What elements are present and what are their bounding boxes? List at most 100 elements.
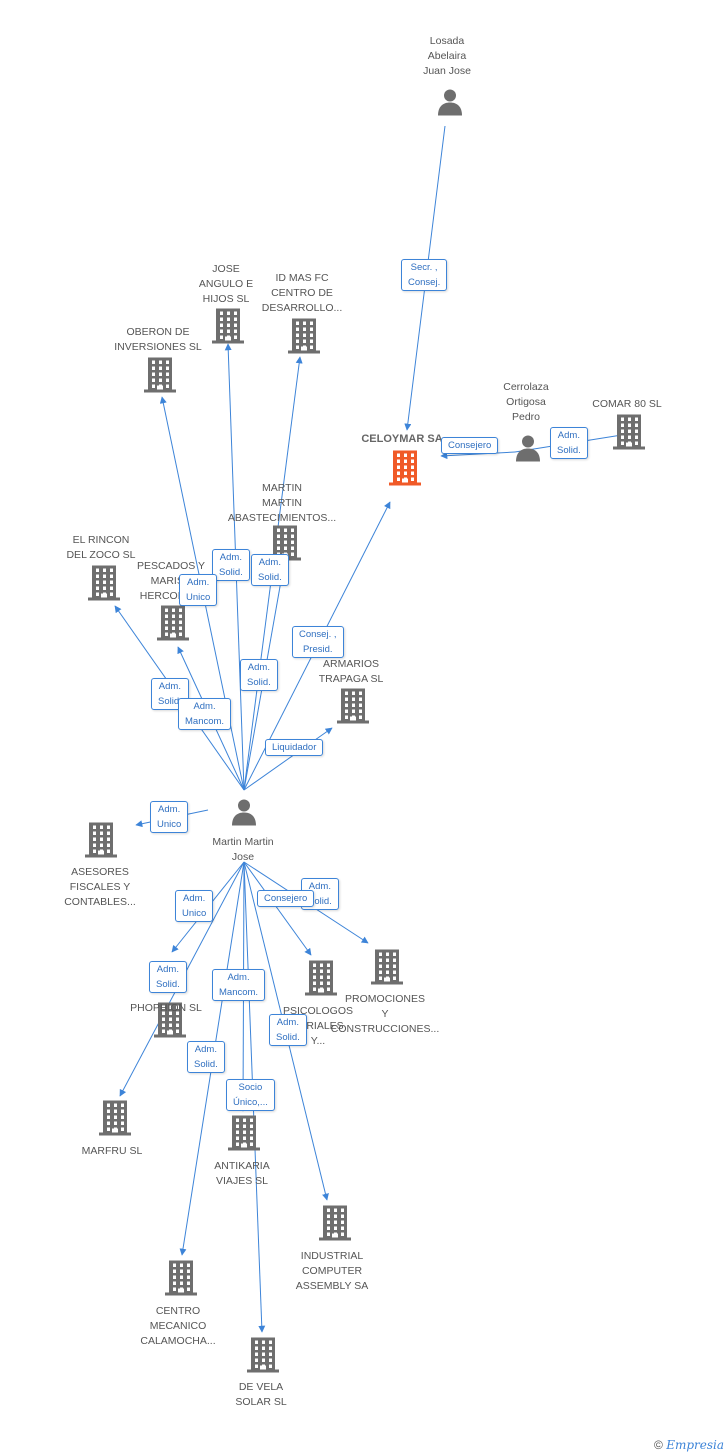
node-label: DE VELA SOLAR SL xyxy=(235,1381,287,1408)
node-icon-oberon[interactable] xyxy=(144,357,176,398)
person-icon xyxy=(516,435,540,462)
edge-cerrolaza-celoymar xyxy=(440,451,516,460)
node-industrial[interactable]: INDUSTRIAL COMPUTER ASSEMBLY SA xyxy=(296,1249,369,1294)
building-icon xyxy=(212,308,244,344)
node-icon-phophion[interactable] xyxy=(154,1002,186,1043)
node-icon-asesores[interactable] xyxy=(85,822,117,863)
building-icon xyxy=(228,1115,260,1151)
node-de_vela[interactable]: DE VELA SOLAR SL xyxy=(235,1380,286,1410)
edge-martin_jose-psicologos xyxy=(243,861,312,956)
building-icon xyxy=(154,1002,186,1038)
building-icon xyxy=(157,605,189,641)
node-marfru[interactable]: MARFRU SL xyxy=(82,1144,143,1159)
relation-label-phophion[interactable]: Adm. Unico xyxy=(175,890,214,922)
node-label: CENTRO MECANICO CALAMOCHA... xyxy=(140,1305,216,1347)
node-label: JOSE ANGULO E HIJOS SL xyxy=(198,263,254,305)
node-label: Cerrolaza Ortigosa Pedro xyxy=(503,381,549,423)
node-antikaria[interactable]: ANTIKARIA VIAJES SL xyxy=(214,1159,269,1189)
node-icon-psicologos[interactable] xyxy=(305,960,337,1001)
node-label: ASESORES FISCALES Y CONTABLES... xyxy=(64,866,136,908)
building-icon xyxy=(288,318,320,354)
node-icon-industrial[interactable] xyxy=(319,1205,351,1246)
node-label: Martin Martin Jose xyxy=(212,836,274,863)
relation-label-centro_mec[interactable]: Adm. Solid. xyxy=(187,1041,225,1073)
node-armarios[interactable]: ARMARIOS TRAPAGA SL xyxy=(319,657,384,687)
building-icon xyxy=(88,565,120,601)
node-losada[interactable]: Losada Abelaira Juan Jose xyxy=(423,34,471,79)
node-icon-idmas[interactable] xyxy=(288,318,320,359)
node-icon-martin_jose[interactable] xyxy=(229,797,259,832)
relation-label-psicologos[interactable]: Consejero xyxy=(257,890,315,907)
relation-label-el_rincon[interactable]: Adm. Solid. xyxy=(151,678,189,710)
node-icon-de_vela[interactable] xyxy=(247,1337,279,1378)
node-label: ID MAS FC CENTRO DE DESARROLLO... xyxy=(261,272,343,314)
node-icon-centro_mec[interactable] xyxy=(165,1260,197,1301)
building-icon xyxy=(371,949,403,985)
node-icon-marfru[interactable] xyxy=(99,1100,131,1141)
node-icon-armarios[interactable] xyxy=(337,688,369,729)
building-icon xyxy=(613,414,645,450)
node-label: ARMARIOS TRAPAGA SL xyxy=(318,658,384,685)
relation-label-celoymar[interactable]: Consej. , Presid. xyxy=(292,626,344,658)
node-jose_angulo[interactable]: JOSE ANGULO E HIJOS SL xyxy=(199,262,253,307)
node-icon-martin_abast[interactable] xyxy=(269,525,301,566)
person-icon xyxy=(438,89,462,116)
node-idmas[interactable]: ID MAS FC CENTRO DE DESARROLLO... xyxy=(262,271,343,316)
node-martin_jose[interactable]: Martin Martin Jose xyxy=(212,835,273,865)
node-label: CELOYMAR SA xyxy=(361,433,443,445)
relation-label-martin_abast[interactable]: Adm. Solid. xyxy=(240,659,278,691)
node-icon-cerrolaza[interactable] xyxy=(513,433,543,468)
node-label: EL RINCON DEL ZOCO SL xyxy=(66,534,136,561)
building-icon xyxy=(319,1205,351,1241)
node-comar[interactable]: COMAR 80 SL xyxy=(592,397,661,412)
relation-label-de_vela[interactable]: Socio Único,... xyxy=(226,1079,275,1111)
relation-label-jose_angulo[interactable]: Adm. Solid. xyxy=(212,549,250,581)
node-el_rincon[interactable]: EL RINCON DEL ZOCO SL xyxy=(66,533,135,563)
relation-label-celoymar[interactable]: Secr. , Consej. xyxy=(401,259,448,291)
relation-label-idmas[interactable]: Adm. Solid. xyxy=(251,554,289,586)
node-label: MARTIN MARTIN ABASTECIMIENTOS... xyxy=(227,482,337,524)
building-icon xyxy=(85,822,117,858)
relation-label-oberon[interactable]: Adm. Unico xyxy=(179,574,218,606)
relation-label-asesores[interactable]: Adm. Unico xyxy=(150,801,189,833)
node-icon-antikaria[interactable] xyxy=(228,1115,260,1156)
relation-label-marfru[interactable]: Adm. Solid. xyxy=(149,961,187,993)
node-icon-celoymar[interactable] xyxy=(389,450,421,491)
node-label: Losada Abelaira Juan Jose xyxy=(423,35,471,77)
node-icon-comar[interactable] xyxy=(613,414,645,455)
node-label: OBERON DE INVERSIONES SL xyxy=(114,326,202,353)
node-icon-pescados[interactable] xyxy=(157,605,189,646)
relation-label-celoymar[interactable]: Consejero xyxy=(441,437,499,454)
footer-brand: © Empresia xyxy=(654,1438,724,1452)
node-phophion[interactable]: PHOPHION SL xyxy=(130,1001,202,1016)
edge-martin_jose-armarios xyxy=(243,727,333,791)
relation-label-antikaria[interactable]: Adm. Mancom. xyxy=(212,969,266,1001)
node-centro_mec[interactable]: CENTRO MECANICO CALAMOCHA... xyxy=(140,1304,215,1349)
empresia-logo: Empresia xyxy=(666,1438,724,1452)
building-icon xyxy=(247,1337,279,1373)
node-label: PHOPHION SL xyxy=(130,1002,202,1014)
node-label: ANTIKARIA VIAJES SL xyxy=(214,1160,270,1187)
relation-label-industrial[interactable]: Adm. Solid. xyxy=(269,1014,307,1046)
node-icon-losada[interactable] xyxy=(435,87,465,122)
node-celoymar[interactable]: CELOYMAR SA xyxy=(361,432,442,447)
node-martin_abast[interactable]: MARTIN MARTIN ABASTECIMIENTOS... xyxy=(228,481,336,526)
building-icon xyxy=(165,1260,197,1296)
relation-label-pescados[interactable]: Adm. Mancom. xyxy=(178,698,232,730)
person-icon xyxy=(232,799,256,826)
relation-label-armarios[interactable]: Liquidador xyxy=(265,739,324,756)
relation-label-comar[interactable]: Adm. Solid. xyxy=(550,427,588,459)
node-label: INDUSTRIAL COMPUTER ASSEMBLY SA xyxy=(295,1250,369,1292)
node-promociones[interactable]: PROMOCIONES Y CONSTRUCCIONES... xyxy=(331,992,440,1037)
node-icon-el_rincon[interactable] xyxy=(88,565,120,606)
node-icon-promociones[interactable] xyxy=(371,949,403,990)
node-icon-jose_angulo[interactable] xyxy=(212,308,244,349)
building-icon xyxy=(389,450,421,486)
building-icon xyxy=(269,525,301,561)
node-asesores[interactable]: ASESORES FISCALES Y CONTABLES... xyxy=(64,865,136,910)
building-icon xyxy=(305,960,337,996)
node-cerrolaza[interactable]: Cerrolaza Ortigosa Pedro xyxy=(503,380,549,425)
copyright-symbol: © xyxy=(654,1438,663,1452)
node-oberon[interactable]: OBERON DE INVERSIONES SL xyxy=(114,325,202,355)
node-label: PROMOCIONES Y CONSTRUCCIONES... xyxy=(330,993,440,1035)
